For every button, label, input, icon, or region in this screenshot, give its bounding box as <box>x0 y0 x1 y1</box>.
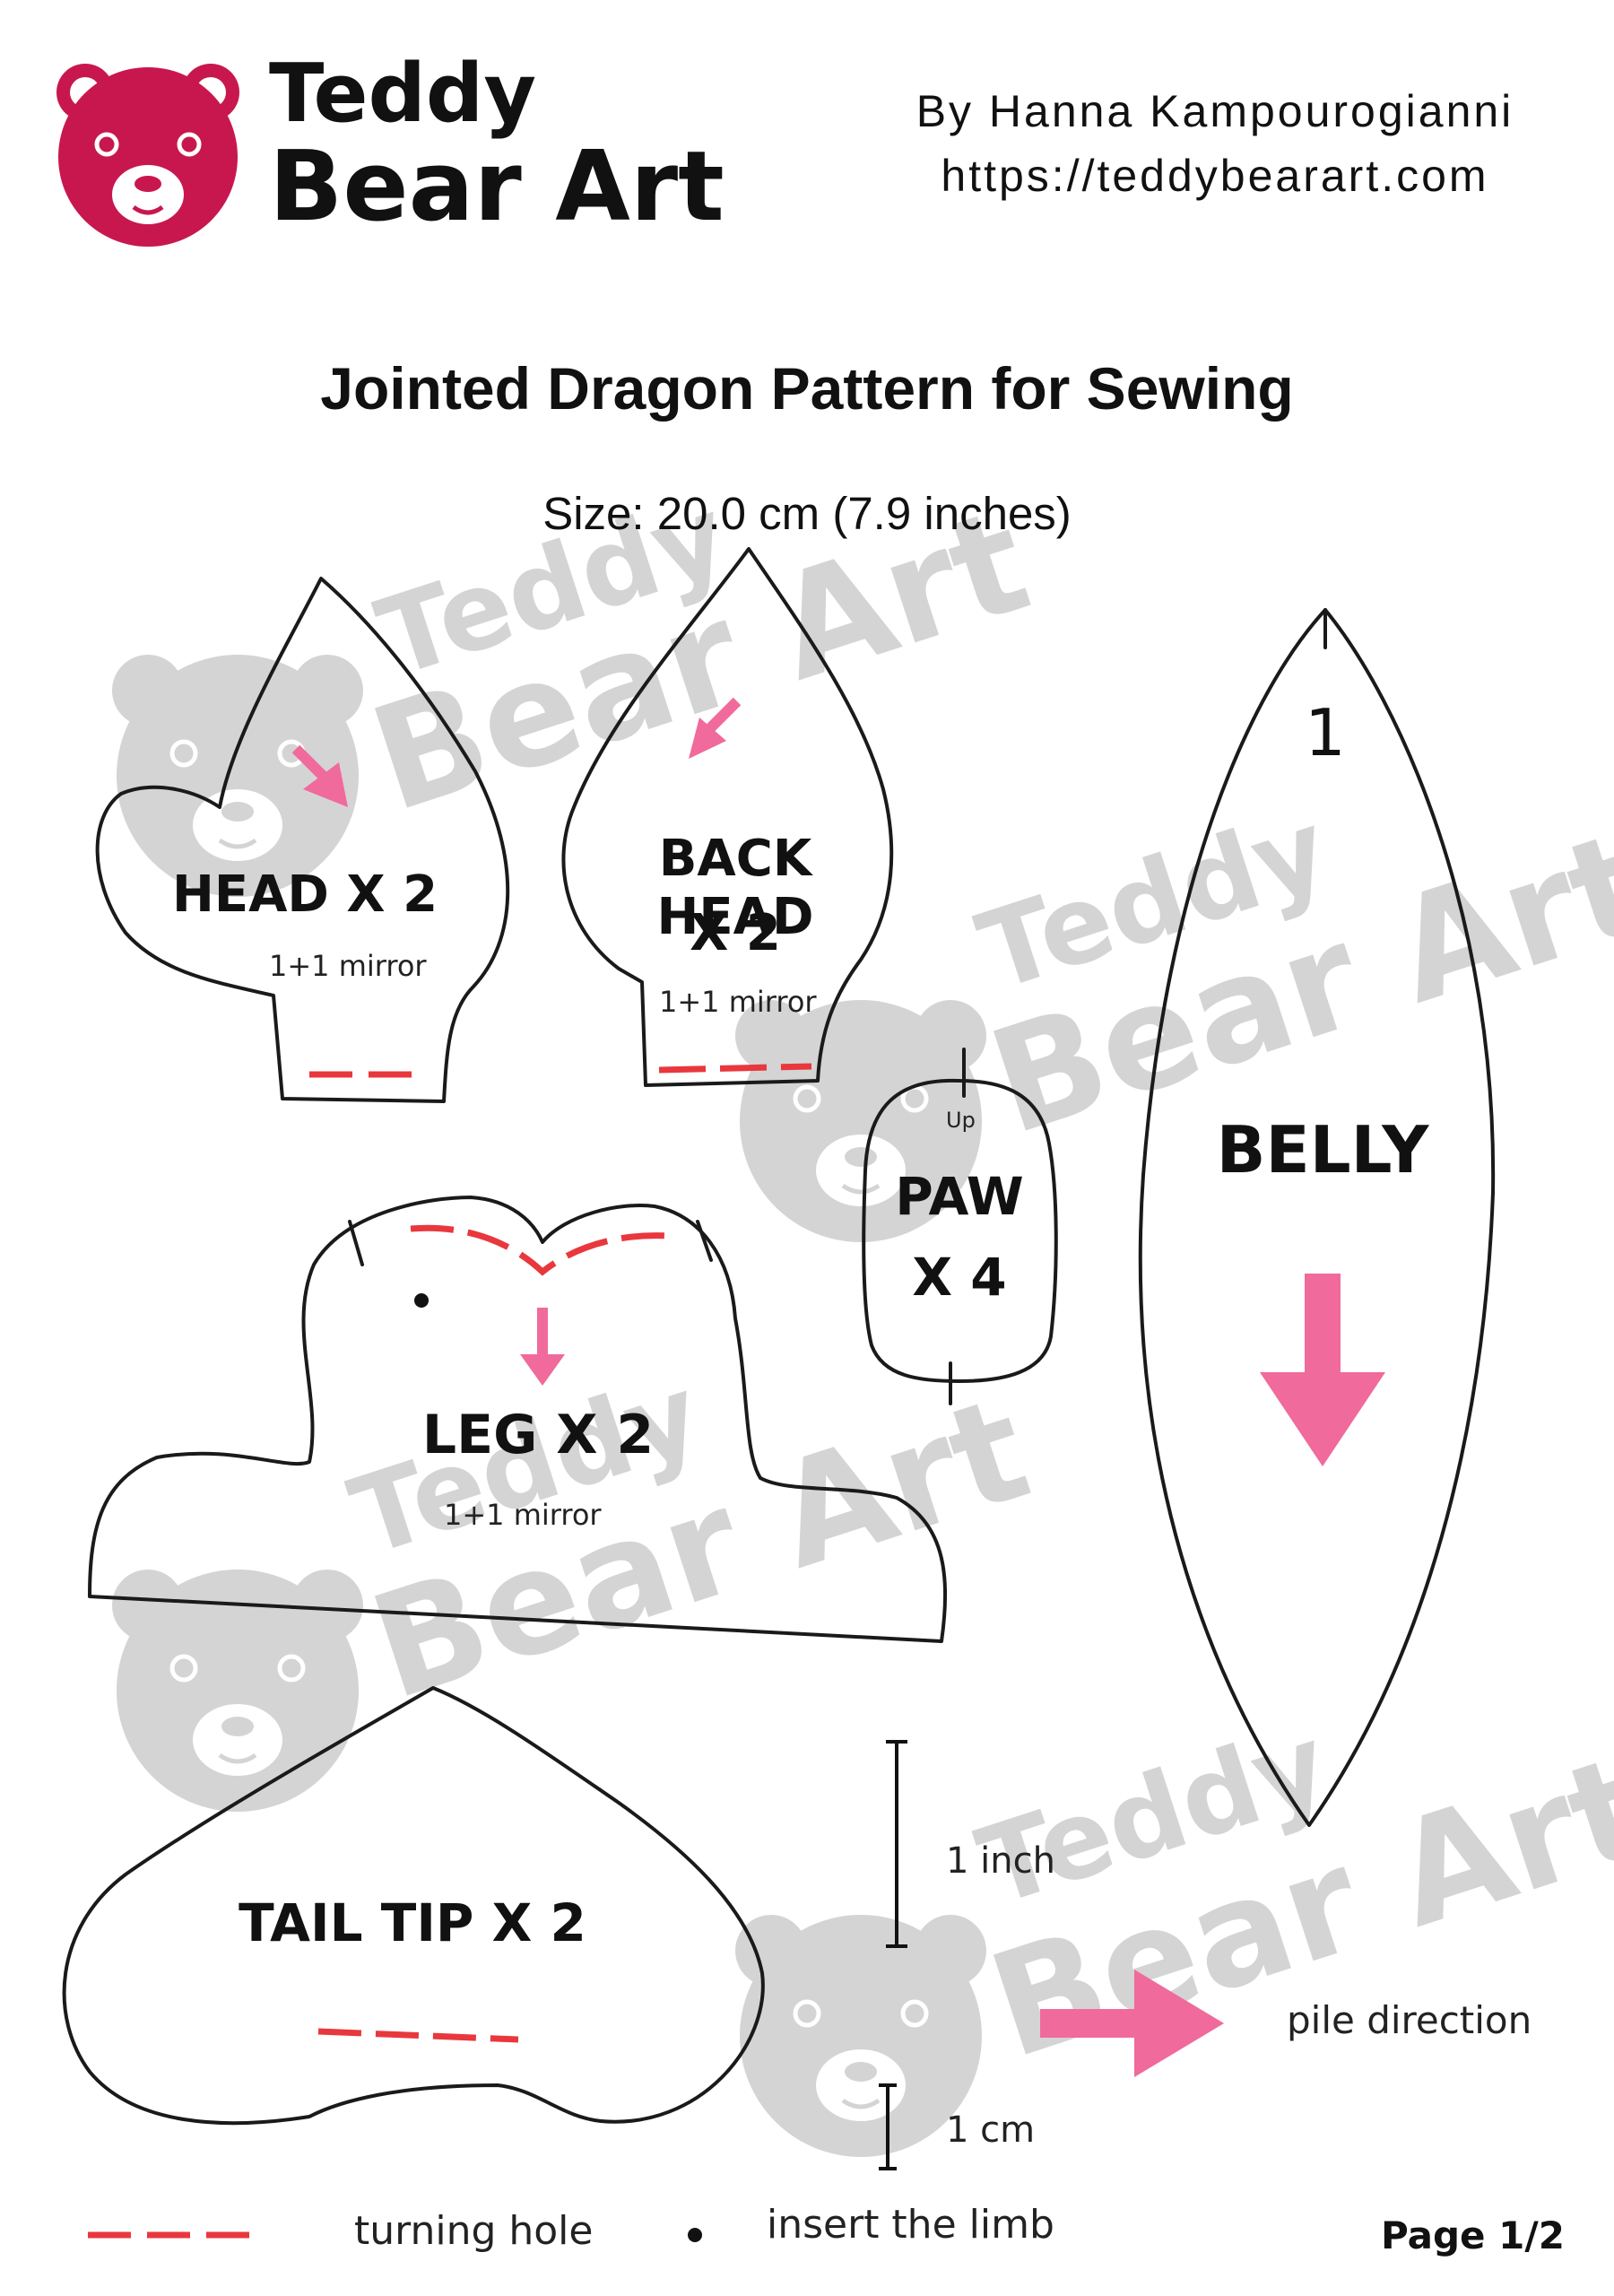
scale-inch-label: 1 inch <box>946 1840 1055 1882</box>
paw-count: X 4 <box>912 1247 1007 1308</box>
paw-up-mark: Up <box>946 1108 976 1133</box>
pattern-size: Size: 20.0 cm (7.9 inches) <box>542 488 1072 539</box>
legend-insert-limb-dot <box>688 2228 702 2242</box>
back-head-pile-arrow-icon <box>689 697 742 759</box>
paw-piece-outline <box>862 1078 1058 1383</box>
author-byline: By Hanna Kampourogianni <box>915 86 1514 136</box>
head-label: HEAD X 2 <box>171 865 438 924</box>
pile-direction-arrow-icon <box>1040 1970 1224 2077</box>
logo-text-bear-art: Bear Art <box>269 131 725 243</box>
tail-tip-piece-outline <box>62 1686 765 2126</box>
teddy-bear-logo-icon <box>56 64 239 247</box>
belly-pile-arrow-icon <box>1260 1274 1385 1466</box>
head-piece-outline <box>95 577 510 1103</box>
turning-hole-mark <box>410 1224 669 1276</box>
back-head-count: X 2 <box>690 904 781 962</box>
turning-hole-mark <box>317 2028 519 2043</box>
belly-label: BELLY <box>1216 1112 1429 1187</box>
head-mirror-note: 1+1 mirror <box>269 949 427 983</box>
back-head-mirror-note: 1+1 mirror <box>659 985 817 1019</box>
legend-turning-hole-label: turning hole <box>354 2208 594 2254</box>
page-title: Jointed Dragon Pattern for Sewing <box>320 355 1294 422</box>
back-head-label: BACK HEAD <box>656 830 814 946</box>
logo-text-teddy: Teddy <box>269 47 536 141</box>
back-head-piece-outline <box>561 547 894 1087</box>
leg-piece-outline <box>88 1196 948 1643</box>
tail-tip-label: TAIL TIP X 2 <box>239 1892 586 1953</box>
turning-hole-mark <box>658 1063 812 1074</box>
leg-label: LEG X 2 <box>421 1404 655 1466</box>
legend-insert-limb-label: insert the limb <box>767 2202 1054 2248</box>
leg-pile-arrow-icon <box>520 1308 565 1386</box>
scale-bars <box>879 1740 907 2170</box>
leg-mirror-note: 1+1 mirror <box>444 1498 602 1532</box>
insert-limb-dot <box>414 1293 429 1308</box>
page-number: Page 1/2 <box>1381 2213 1565 2257</box>
scale-cm-label: 1 cm <box>946 2109 1036 2151</box>
head-pile-arrow-icon <box>291 744 348 807</box>
belly-number: 1 <box>1305 695 1346 770</box>
belly-piece-outline <box>1138 608 1496 1827</box>
paw-label: PAW <box>895 1166 1024 1227</box>
website-url[interactable]: https://teddybearart.com <box>941 151 1489 201</box>
pile-direction-label: pile direction <box>1287 1998 1532 2042</box>
